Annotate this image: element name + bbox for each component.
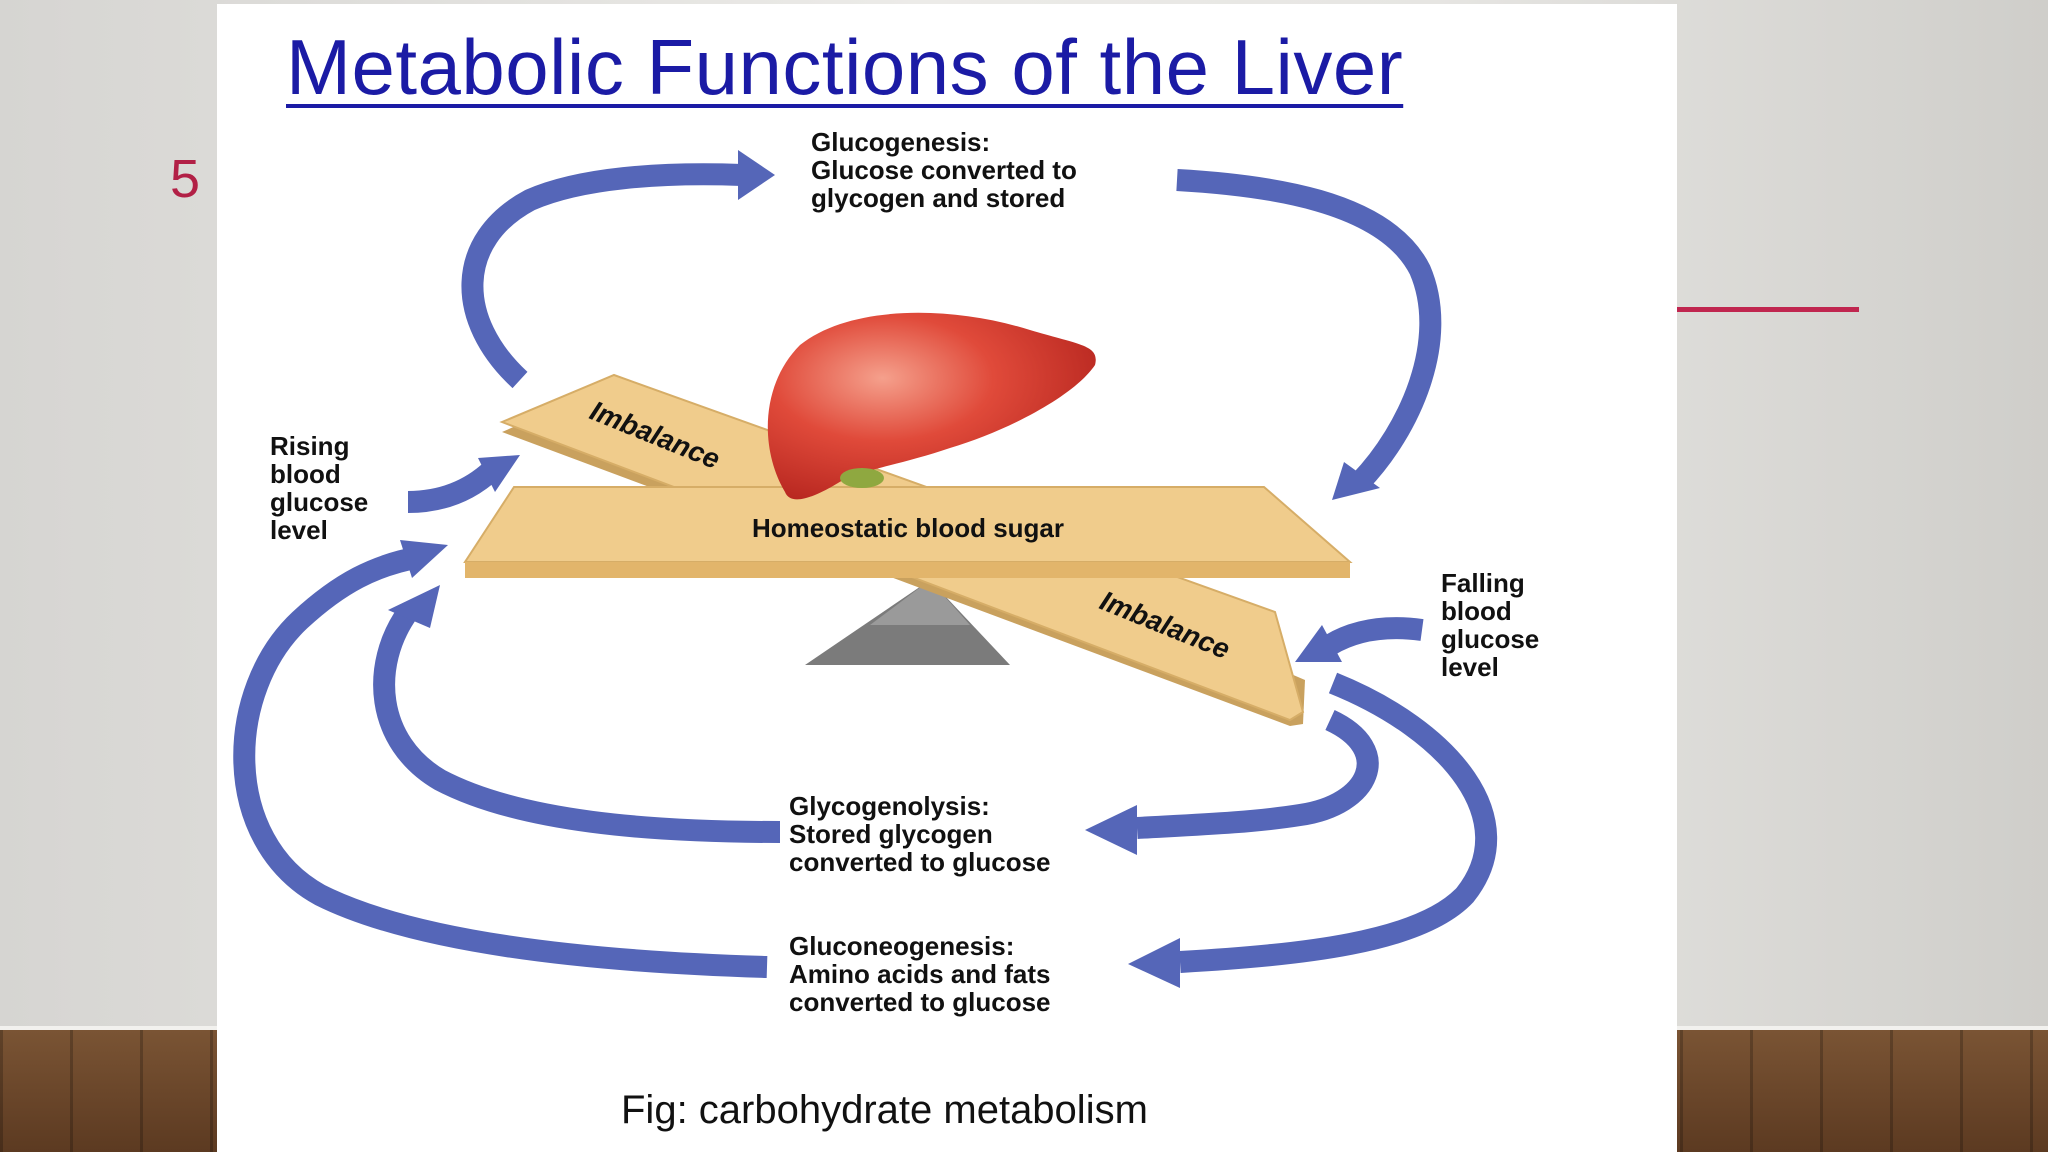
figure-title: Metabolic Functions of the Liver [286, 23, 1404, 111]
arrow-glucogenesis-in [461, 163, 743, 389]
gallbladder [840, 468, 884, 488]
arrowhead-gluconeogenesis-return [400, 540, 448, 578]
glycogenolysis-label: Glycogenolysis: Stored glycogen converte… [789, 791, 1051, 877]
liver [767, 312, 1096, 500]
rising-glucose-label: Rising blood glucose level [270, 431, 369, 545]
arrow-glycogenolysis-out [1136, 710, 1379, 839]
gluconeogenesis-label: Gluconeogenesis: Amino acids and fats co… [789, 931, 1051, 1017]
arrowhead-gluconeogenesis [1128, 938, 1180, 988]
arrow-rising [407, 461, 500, 513]
glucogenesis-label: Glucogenesis: Glucose converted to glyco… [811, 127, 1077, 213]
arrow-glycogenolysis-return [373, 605, 781, 843]
arrow-gluconeogenesis-return [233, 546, 768, 978]
arrowheads [388, 150, 1380, 988]
falling-glucose-label: Falling blood glucose level [1441, 568, 1540, 682]
slide-number: 5 [170, 149, 201, 209]
fulcrum-shade [870, 580, 970, 625]
figure-caption: Fig: carbohydrate metabolism [621, 1088, 1148, 1132]
level-board-edge [465, 562, 1350, 578]
arrow-gluconeogenesis-out [1179, 672, 1498, 973]
homeostatic-label: Homeostatic blood sugar [752, 513, 1064, 543]
arrowhead-rising [478, 455, 520, 492]
arrowhead-falling [1295, 625, 1342, 662]
arrow-glucogenesis-out [1176, 169, 1442, 490]
arrows [233, 163, 1498, 978]
arrowhead-glycogenolysis [1085, 805, 1137, 855]
arrowhead-glycogenolysis-return [388, 585, 440, 628]
accent-line [1677, 307, 1859, 312]
arrow-falling [1324, 617, 1424, 655]
arrowhead-glucogenesis [738, 150, 775, 200]
arrowhead-glucogenesis-down [1332, 462, 1380, 500]
